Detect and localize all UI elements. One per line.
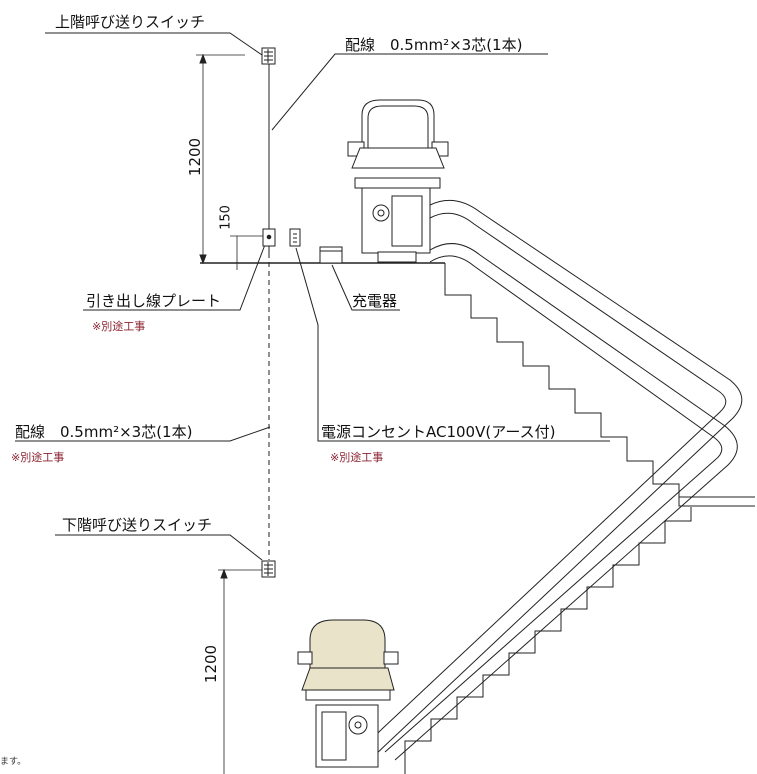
- leader-outlet: [295, 247, 610, 442]
- upper-switch-icon: [261, 47, 276, 65]
- leader-charger: [331, 264, 400, 311]
- outlet-label: 電源コンセントAC100V(アース付): [321, 423, 556, 441]
- wiring-mid-note: ※別途工事: [11, 451, 65, 464]
- lower-height-dimension: 1200: [202, 644, 220, 684]
- lower-switch-label: 下階呼び送りスイッチ: [62, 516, 213, 534]
- leader-upper-switch: [45, 32, 263, 56]
- wiring-top-label: 配線 0.5mm²×3芯(1本): [345, 36, 523, 54]
- charger-icon: [319, 246, 343, 264]
- leader-lead-plate: [83, 241, 267, 311]
- plate-height-dimension: 150: [218, 205, 234, 230]
- wiring-mid-label: 配線 0.5mm²×3芯(1本): [15, 423, 193, 441]
- lead-plate-icon: [262, 228, 276, 247]
- outlet-icon: [289, 228, 301, 247]
- upper-height-dimension: 1200: [186, 137, 204, 177]
- upper-chair-icon: [347, 99, 449, 263]
- lower-switch-icon: [261, 560, 276, 578]
- upper-switch-label: 上階呼び送りスイッチ: [55, 13, 206, 31]
- footnote-fragment: ます。: [0, 757, 27, 767]
- rail-lower-outer: [394, 243, 738, 761]
- lead-plate-label: 引き出し線プレート: [86, 292, 222, 310]
- lead-plate-note: ※別途工事: [92, 320, 146, 333]
- charger-label: 充電器: [352, 292, 398, 310]
- leader-lower-switch: [55, 534, 263, 561]
- rail-inner: [364, 212, 727, 746]
- rail-outer: [374, 199, 743, 756]
- lower-chair-icon: [297, 619, 399, 768]
- outlet-note: ※別途工事: [330, 451, 384, 464]
- leader-wiring-top: [271, 53, 548, 131]
- lower-staircase-outline: [404, 507, 692, 774]
- staircase-outline: [444, 263, 755, 507]
- leader-wiring-mid: [15, 426, 271, 442]
- rail-lower-inner: [384, 255, 723, 753]
